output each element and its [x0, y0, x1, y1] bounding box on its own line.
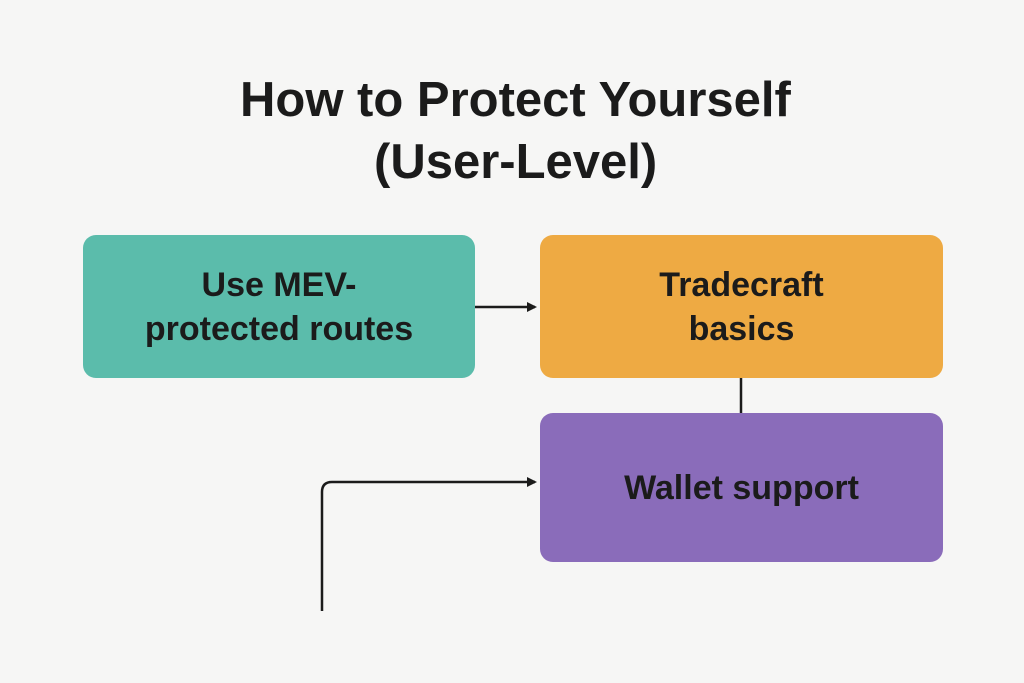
box-tradecraft-label-line-2: basics — [688, 309, 795, 348]
box-wallet-support: Wallet support — [540, 413, 943, 562]
box-mev-protected-routes: Use MEV- protected routes — [83, 235, 475, 378]
box-tradecraft-basics: Tradecraft basics — [540, 235, 943, 378]
diagram-title-line-2: (User-Level) — [374, 135, 658, 189]
arrow-into-wallet — [320, 477, 537, 611]
box-wallet-label-line-1: Wallet support — [624, 468, 859, 507]
box-mev-label: Use MEV- protected routes — [145, 263, 413, 351]
box-tradecraft-label: Tradecraft basics — [659, 263, 823, 351]
diagram-title-line-1: How to Protect Yourself — [240, 73, 791, 127]
box-mev-label-line-2: protected routes — [144, 309, 414, 348]
box-wallet-label: Wallet support — [624, 466, 859, 510]
box-tradecraft-label-line-1: Tradecraft — [659, 265, 824, 304]
box-mev-label-line-1: Use MEV- — [201, 265, 357, 304]
